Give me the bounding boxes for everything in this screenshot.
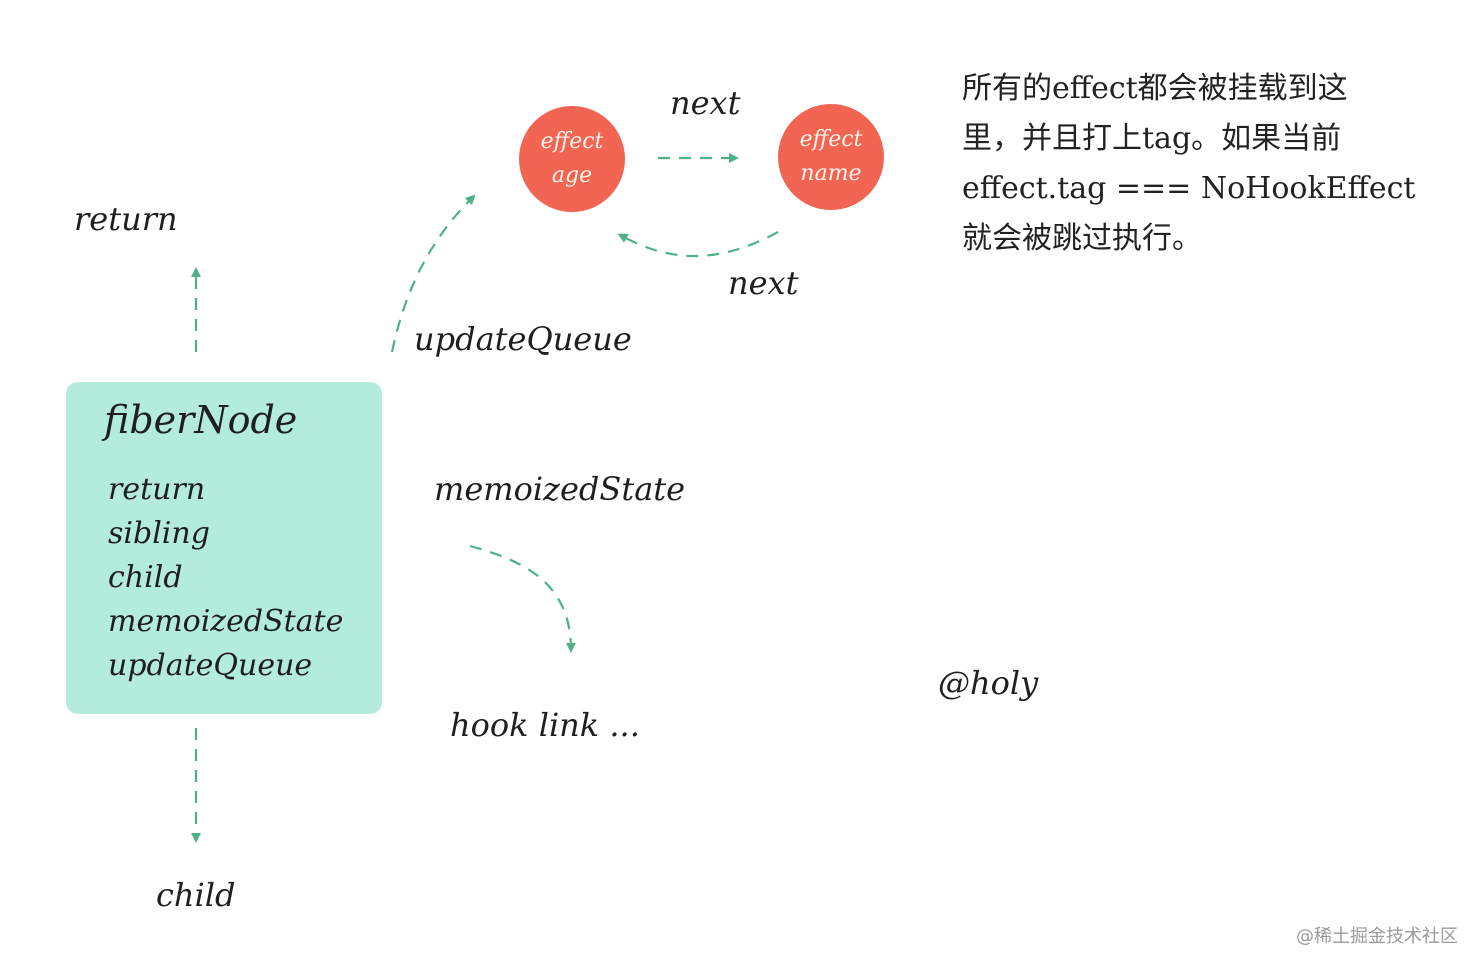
memoized-state-label: memoizedState xyxy=(434,470,686,508)
author-label: @holy xyxy=(938,664,1039,702)
return-label: return xyxy=(74,200,178,238)
child-label: child xyxy=(156,876,236,914)
arrow-update-queue xyxy=(390,194,476,353)
fiber-field-update-queue: updateQueue xyxy=(108,648,313,683)
fiber-field-return: return xyxy=(108,472,206,507)
arrow-memoized-state xyxy=(469,544,576,653)
fiber-node-fields: return sibling child memoizedState updat… xyxy=(108,468,343,688)
fiber-field-child: child xyxy=(108,560,183,595)
fiber-field-sibling: sibling xyxy=(108,516,210,551)
update-queue-label: updateQueue xyxy=(414,320,632,358)
next-label-bottom: next xyxy=(728,264,799,302)
effect-node-name: effect name xyxy=(778,104,884,210)
hook-link-label: hook link ... xyxy=(450,706,640,744)
effect-node-name-line1: effect xyxy=(799,127,863,152)
effect-node-age: effect age xyxy=(519,106,625,212)
explanation-note: 所有的effect都会被挂载到这 里，并且打上tag。如果当前 effect.t… xyxy=(962,71,1416,256)
effect-node-age-line1: effect xyxy=(540,129,604,154)
watermark: @稀土掘金技术社区 xyxy=(1296,926,1458,947)
fiber-node-title: fiberNode xyxy=(104,398,298,442)
arrow-next-back xyxy=(617,231,779,258)
fiber-node-box xyxy=(66,382,382,714)
effect-node-age-line2: age xyxy=(551,163,593,188)
next-label-top: next xyxy=(670,84,741,122)
fiber-field-memoized-state: memoizedState xyxy=(108,604,344,639)
effect-node-name-line2: name xyxy=(800,161,862,186)
